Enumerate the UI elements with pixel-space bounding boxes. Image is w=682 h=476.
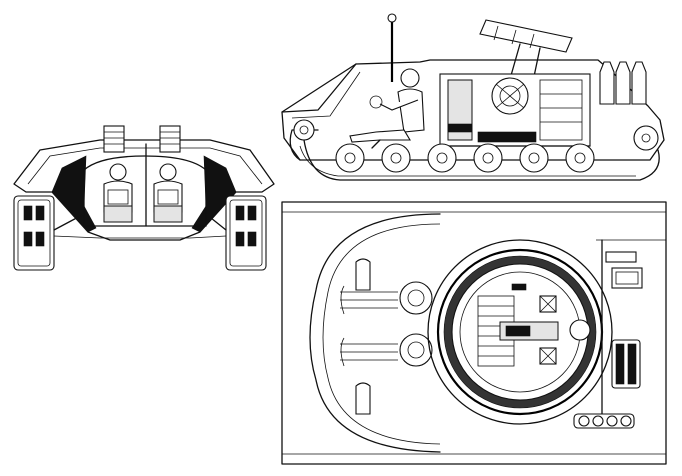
front-crew-left bbox=[103, 163, 133, 223]
side-view bbox=[281, 13, 665, 181]
top-rear-rollers bbox=[573, 413, 635, 429]
front-periscopes bbox=[103, 125, 181, 227]
front-track-right bbox=[205, 195, 267, 271]
top-hull-frame bbox=[281, 201, 667, 465]
top-crew-figures bbox=[340, 281, 433, 367]
side-glacis bbox=[281, 63, 357, 113]
top-hull-nose bbox=[309, 213, 441, 453]
front-hull-shading bbox=[51, 155, 97, 233]
turret-interior bbox=[477, 283, 591, 367]
front-view bbox=[13, 125, 275, 271]
rear-canisters bbox=[599, 61, 647, 105]
front-track-left bbox=[13, 195, 85, 271]
top-view bbox=[281, 201, 667, 465]
front-crew-right bbox=[153, 163, 183, 223]
side-road-wheels bbox=[289, 119, 660, 181]
front-hull-inner-line bbox=[27, 147, 263, 185]
crew-compartment bbox=[83, 155, 207, 227]
side-machinery bbox=[439, 73, 591, 147]
side-driver-figure bbox=[349, 68, 425, 149]
top-rear-equipment bbox=[596, 239, 666, 421]
